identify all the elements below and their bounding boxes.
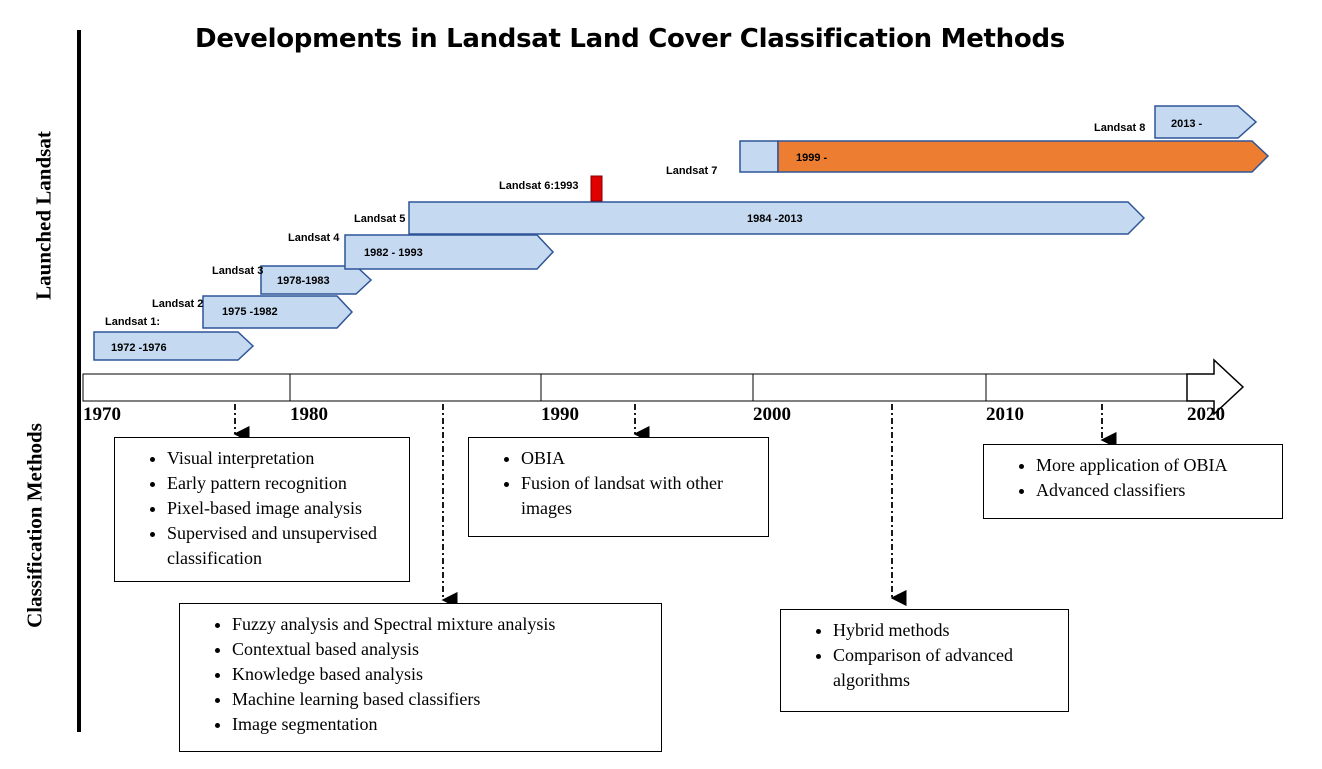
method-item: Fusion of landsat with other images bbox=[521, 471, 758, 521]
landsat-2-bar: 1975 -1982 bbox=[202, 295, 354, 329]
landsat-7-label: Landsat 7 bbox=[666, 165, 717, 177]
landsat-4-bar: 1982 - 1993 bbox=[344, 234, 555, 270]
year-2020: 2020 bbox=[1187, 404, 1225, 425]
method-item: Hybrid methods bbox=[833, 618, 1058, 643]
landsat-6-label: Landsat 6:1993 bbox=[499, 180, 578, 192]
landsat-4-label: Landsat 4 bbox=[288, 232, 340, 244]
method-item: Fuzzy analysis and Spectral mixture anal… bbox=[232, 612, 651, 637]
vertical-divider bbox=[77, 30, 81, 732]
landsat-6-marker bbox=[590, 175, 603, 202]
landsat-7-bar: 1999 - bbox=[739, 140, 1270, 173]
landsat-2-label: Landsat 2 bbox=[152, 298, 203, 310]
method-item: OBIA bbox=[521, 446, 758, 471]
method-item: Image segmentation bbox=[232, 712, 651, 737]
method-item: Machine learning based classifiers bbox=[232, 687, 651, 712]
landsat-8-label: Landsat 8 bbox=[1094, 122, 1145, 134]
year-1980: 1980 bbox=[290, 404, 328, 425]
method-item: Pixel-based image analysis bbox=[167, 496, 399, 521]
landsat-3-range: 1978-1983 bbox=[277, 275, 330, 287]
landsat-7-range: 1999 - bbox=[796, 152, 828, 164]
landsat-4-range: 1982 - 1993 bbox=[364, 247, 423, 259]
method-item: Knowledge based analysis bbox=[232, 662, 651, 687]
landsat-5-label: Landsat 5 bbox=[354, 213, 405, 225]
landsat-5-bar: 1984 -2013 bbox=[408, 201, 1146, 235]
landsat-3-label: Landsat 3 bbox=[212, 265, 263, 277]
method-item: Visual interpretation bbox=[167, 446, 399, 471]
method-item: Comparison of advanced algorithms bbox=[833, 643, 1058, 693]
methods-box-2010s: More application of OBIA Advanced classi… bbox=[983, 444, 1283, 519]
year-2010: 2010 bbox=[986, 404, 1024, 425]
method-item: Early pattern recognition bbox=[167, 471, 399, 496]
year-2000: 2000 bbox=[753, 404, 791, 425]
landsat-8-bar: 2013 - bbox=[1154, 105, 1258, 139]
landsat-1-label: Landsat 1: bbox=[105, 316, 160, 328]
method-item: Supervised and unsupervised classificati… bbox=[167, 521, 399, 571]
landsat-1-range: 1972 -1976 bbox=[111, 342, 167, 354]
diagram-title: Developments in Landsat Land Cover Class… bbox=[195, 24, 1065, 54]
methods-box-1970s: Visual interpretation Early pattern reco… bbox=[114, 437, 410, 582]
landsat-2-range: 1975 -1982 bbox=[222, 306, 278, 318]
methods-box-1980s: Fuzzy analysis and Spectral mixture anal… bbox=[179, 603, 662, 752]
method-item: More application of OBIA bbox=[1036, 453, 1272, 478]
timeline-arrow-icon bbox=[1186, 358, 1245, 416]
methods-box-1990s: OBIA Fusion of landsat with other images bbox=[468, 437, 769, 537]
landsat-8-range: 2013 - bbox=[1171, 118, 1203, 130]
method-item: Advanced classifiers bbox=[1036, 478, 1272, 503]
landsat-1-bar: 1972 -1976 bbox=[93, 331, 255, 361]
method-item: Contextual based analysis bbox=[232, 637, 651, 662]
landsat-5-range: 1984 -2013 bbox=[747, 213, 803, 225]
landsat-3-bar: 1978-1983 bbox=[260, 265, 373, 295]
year-1970: 1970 bbox=[83, 404, 121, 425]
year-1990: 1990 bbox=[541, 404, 579, 425]
timeline-axis bbox=[82, 358, 1245, 416]
methods-box-2000s: Hybrid methods Comparison of advanced al… bbox=[780, 609, 1069, 712]
